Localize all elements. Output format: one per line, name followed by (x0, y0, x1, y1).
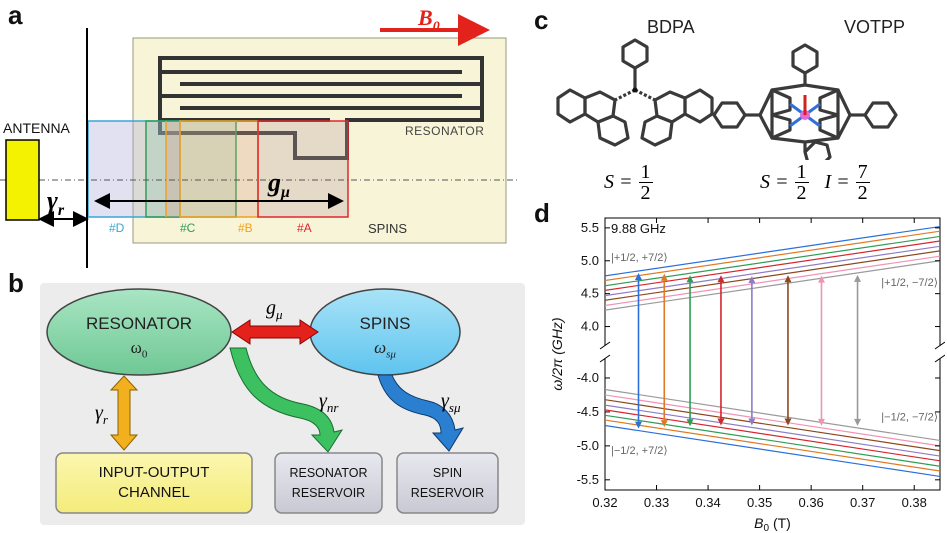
gamma-r-arrow (109, 375, 139, 451)
panel-b-diagram (46, 288, 499, 514)
resonator-node-freq: ω0 (130, 338, 148, 361)
gamma-smu-arrow (377, 374, 465, 452)
antenna-label: ANTENNA (3, 120, 70, 136)
transition-arrow-7 (854, 274, 862, 426)
upper-level-line-1 (605, 230, 940, 282)
lower-level-line-4 (605, 409, 940, 462)
bdpa-phenyl (621, 38, 649, 70)
y-tick-lower-label-0: -4.0 (577, 370, 599, 385)
upper-level-line-7 (605, 260, 940, 311)
resonator-label: RESONATOR (405, 124, 485, 138)
transition-arrow-2 (686, 275, 694, 427)
y-axis-label: ω/2π (GHz) (549, 317, 565, 390)
state-label-upper-bottom: |+1/2, −7/2⟩ (881, 277, 938, 289)
frequency-annotation: 9.88 GHz (611, 221, 666, 236)
x-tick-label-0: 0.32 (592, 495, 617, 510)
resonator-node (46, 288, 232, 376)
energy-level-chart: 0.32 0.33 0.34 0.35 0.36 0.37 0.38 5.5 5.0 4.5 4.0… (549, 217, 945, 533)
state-label-upper-top: |+1/2, +7/2⟩ (611, 252, 668, 264)
lower-level-line-3 (605, 404, 940, 457)
upper-level-line-5 (605, 250, 940, 301)
panel-c-label: c (534, 5, 549, 35)
spin-group-b-label: #B (238, 221, 253, 235)
gamma-nr-label: γnr (319, 390, 339, 415)
x-tick-label-3: 0.35 (747, 495, 772, 510)
state-label-lower-top: |−1/2, −7/2⟩ (881, 412, 938, 424)
spins-label: SPINS (368, 221, 408, 236)
resonator-reservoir-node (274, 452, 383, 514)
transition-arrow-4 (748, 275, 756, 426)
transition-arrow-5 (784, 275, 792, 426)
spin-group-a-label: #A (297, 221, 312, 235)
panel-d-label: d (534, 198, 550, 228)
resonator-node-title: RESONATOR (85, 314, 193, 333)
io-channel-node (55, 452, 253, 514)
upper-level-line-6 (605, 255, 940, 307)
b0-label: B0 (418, 5, 440, 35)
x-axis-label: B0 (T) (754, 515, 791, 533)
votpp-left-phenyl (712, 101, 747, 129)
spins-node-freq: ωsμ (374, 338, 396, 361)
panel-b-label: b (8, 268, 24, 298)
y-tick-lower-label-2: -5.0 (577, 438, 599, 453)
resonator-meander (158, 56, 484, 160)
lower-level-line-1 (605, 394, 940, 447)
spin-reservoir-node (396, 452, 499, 514)
upper-level-line-0 (605, 225, 940, 277)
gamma-smu-label: γsμ (441, 390, 461, 415)
g-mu-label: gμ (268, 168, 290, 202)
votpp-top-phenyl (791, 43, 819, 75)
y-tick-upper-label-2: 4.5 (581, 286, 599, 301)
upper-level-line-4 (605, 245, 940, 297)
x-tick-label-2: 0.34 (695, 495, 720, 510)
transition-arrow-3 (717, 275, 725, 426)
coupling-arrow (231, 319, 319, 345)
transition-arrow-0 (635, 272, 642, 429)
y-tick-upper-label-3: 4.0 (581, 319, 599, 334)
y-tick-upper-label-0: 5.5 (581, 220, 599, 235)
x-tick-label-5: 0.37 (850, 495, 875, 510)
spin-group-d-label: #D (109, 221, 125, 235)
gamma-nr-arrow (229, 347, 344, 453)
molecule2-name: VOTPP (844, 17, 906, 37)
x-tick-label-1: 0.33 (644, 495, 669, 510)
votpp-bottom-phenyl (803, 140, 832, 160)
lower-level-line-2 (605, 399, 940, 452)
panel-a-schematic (0, 14, 520, 268)
gamma-r-label: γr (47, 186, 65, 220)
spin-group-c-label: #C (180, 221, 196, 235)
coupling-label: gμ (266, 297, 283, 322)
antenna-block (5, 139, 40, 221)
upper-level-line-3 (605, 240, 940, 291)
panel-a-label: a (8, 0, 23, 30)
y-tick-upper-label-1: 5.0 (581, 253, 599, 268)
lower-level-line-6 (605, 419, 940, 472)
y-tick-lower-label-1: -4.5 (577, 404, 599, 419)
spins-node-title: SPINS (359, 314, 411, 333)
x-tick-label-4: 0.36 (798, 495, 823, 510)
lower-level-line-0 (605, 388, 940, 442)
axis-break (599, 346, 945, 358)
transition-arrow-6 (817, 275, 825, 426)
molecule-structures (556, 38, 898, 160)
molecule1-name: BDPA (647, 17, 695, 37)
transition-arrow-1 (660, 273, 668, 428)
upper-level-line-2 (605, 235, 940, 287)
y-tick-lower-label-3: -5.5 (577, 472, 599, 487)
lower-level-line-5 (605, 414, 940, 467)
gamma-r-b-label: γr (95, 402, 108, 427)
state-label-lower-bottom: |−1/2, +7/2⟩ (611, 445, 668, 457)
x-tick-label-6: 0.38 (902, 495, 927, 510)
lower-level-line-7 (605, 424, 940, 478)
votpp-right-phenyl (863, 101, 898, 129)
